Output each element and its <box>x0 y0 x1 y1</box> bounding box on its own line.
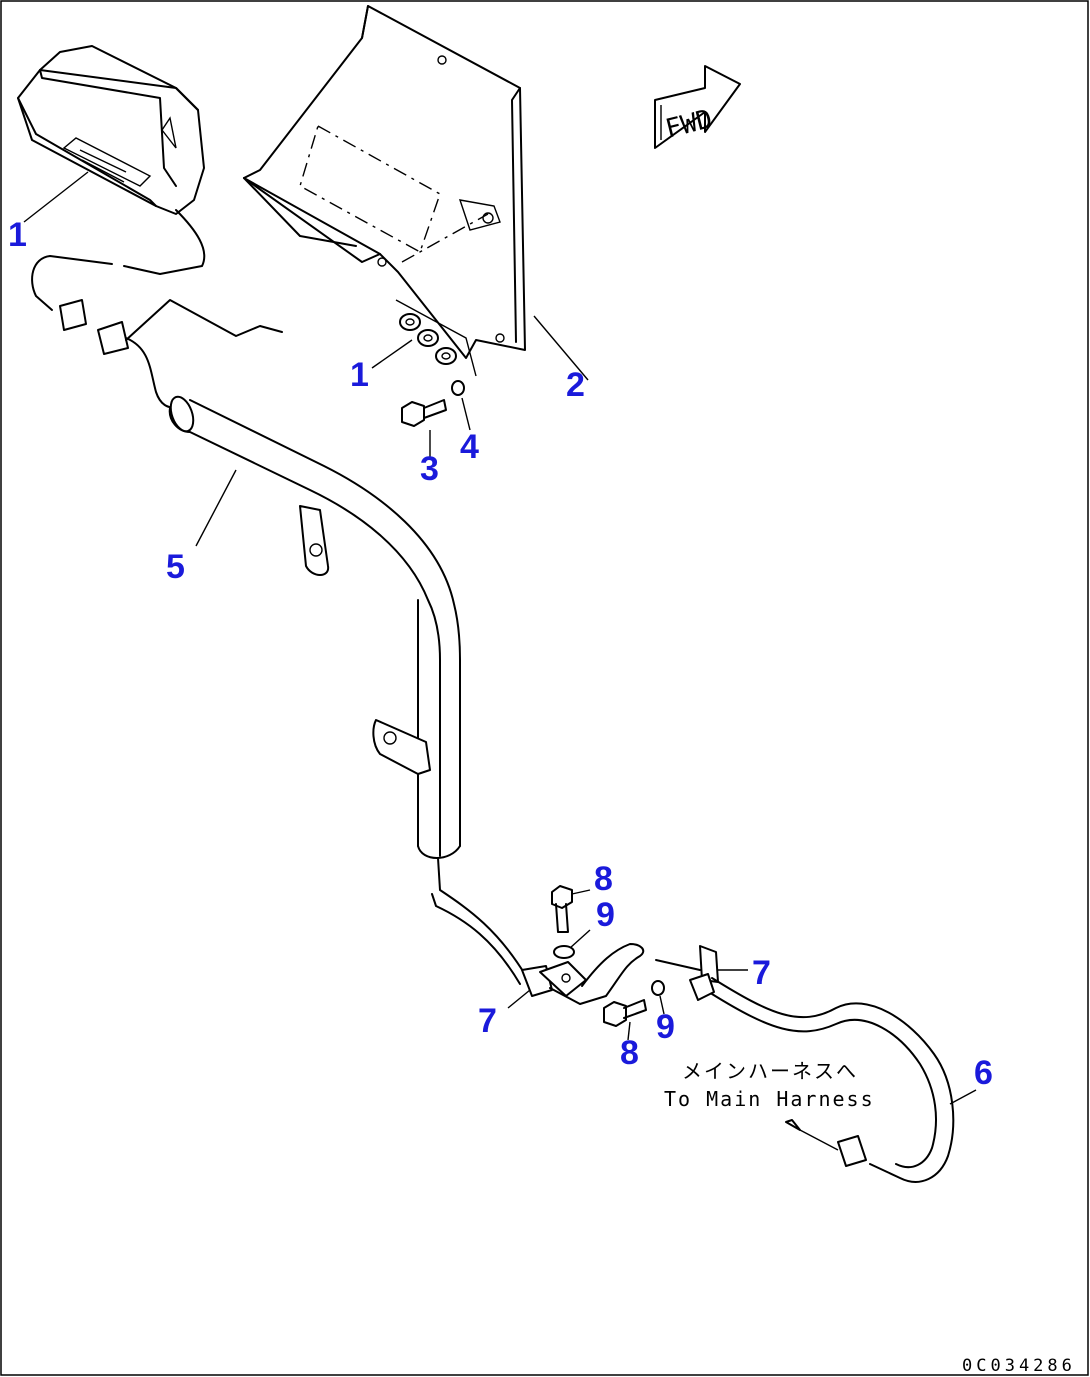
callout-bolt-upper: 8 <box>594 860 613 898</box>
callout-lamp: 1 <box>8 216 27 254</box>
forward-arrow-icon: FWD <box>654 65 741 149</box>
note-japanese: メインハーネスへ <box>682 1059 858 1083</box>
washer-upper <box>553 945 575 959</box>
callout-washer-top: 4 <box>460 428 479 466</box>
leader-lines <box>23 171 977 1105</box>
callout-clamp-right: 7 <box>752 954 771 992</box>
washer-top <box>451 380 465 396</box>
lower-harness <box>431 857 645 1005</box>
callout-bracket: 2 <box>566 366 585 404</box>
callout-washer-lower: 9 <box>656 1008 675 1046</box>
callout-clamp-left: 7 <box>478 1002 497 1040</box>
washer-set <box>399 313 457 365</box>
note-english: To Main Harness <box>664 1087 875 1111</box>
callout-bolt-lower: 8 <box>620 1034 639 1072</box>
bolt-lower <box>603 999 647 1027</box>
lamp-bracket <box>243 5 526 377</box>
bolt-top <box>401 399 447 427</box>
callout-harness: 6 <box>974 1054 993 1092</box>
callout-bolt-top: 3 <box>420 450 439 488</box>
callout-washer-upper: 9 <box>596 896 615 934</box>
main-harness <box>655 945 955 1183</box>
callout-pipe: 5 <box>166 548 185 586</box>
work-lamp <box>17 45 206 331</box>
bolt-upper <box>551 885 573 933</box>
lamp-harness-connector <box>97 299 283 409</box>
drawing-code: 0C034286 <box>962 1356 1076 1376</box>
callout-washers: 1 <box>350 356 369 394</box>
washer-lower <box>651 980 665 996</box>
harness-pipe <box>168 395 461 859</box>
